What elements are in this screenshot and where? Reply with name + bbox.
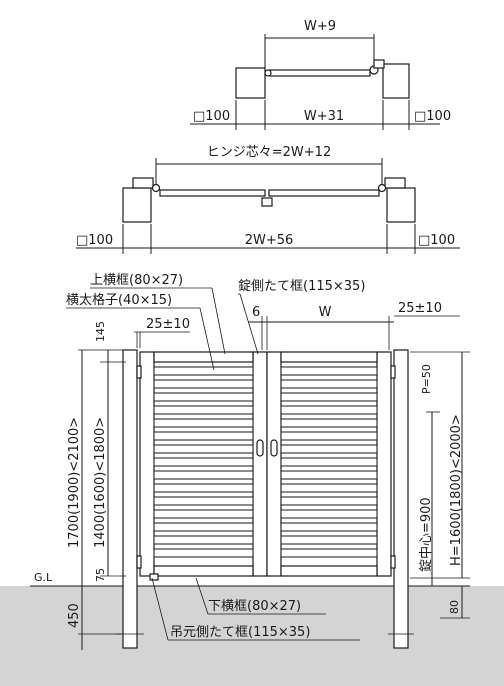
- dim-450-label: 450: [67, 603, 82, 628]
- upper-rail-left: [153, 351, 254, 363]
- post-left: [122, 349, 138, 649]
- slat: [280, 444, 378, 454]
- dim-145-label: 145: [94, 321, 107, 342]
- post-left: [122, 187, 152, 223]
- slat: [153, 548, 254, 558]
- hinge-stile-right: [376, 351, 392, 577]
- gate-leaf-left: [159, 189, 266, 197]
- slat: [280, 470, 378, 480]
- slat: [153, 496, 254, 506]
- slat: [153, 444, 254, 454]
- post-right: [393, 349, 409, 649]
- slat: [280, 431, 378, 441]
- slat: [153, 392, 254, 402]
- hinge-bracket-left: [132, 177, 154, 189]
- post-right: [386, 187, 416, 223]
- hinge-icon: [136, 555, 142, 569]
- dim-w9-label: W+9: [304, 19, 336, 34]
- hinge-bracket-right: [384, 177, 406, 189]
- slat: [153, 470, 254, 480]
- post-right-size: □100: [414, 109, 451, 124]
- slat: [153, 418, 254, 428]
- latch-bracket: [373, 59, 385, 69]
- lower-rail-left: [153, 565, 254, 577]
- gate-leaf: [269, 69, 371, 77]
- slat: [280, 392, 378, 402]
- slat: [280, 496, 378, 506]
- drop-rod: [149, 573, 159, 581]
- gate-leaf-right: [268, 189, 380, 197]
- post-right: [382, 63, 410, 99]
- lock-stile-label: 錠側たて框(115×35): [238, 279, 365, 294]
- post-right-size: □100: [418, 233, 455, 248]
- post-left-size: □100: [76, 233, 113, 248]
- hinge-icon: [390, 365, 396, 379]
- slat: [280, 457, 378, 467]
- slat: [280, 535, 378, 545]
- gl-label: G.L: [34, 571, 53, 584]
- slat: [153, 405, 254, 415]
- leader-line: [239, 293, 259, 355]
- slat: [153, 509, 254, 519]
- post-left: [235, 67, 266, 99]
- post-left-size: □100: [193, 109, 230, 124]
- leader-line: [195, 577, 209, 615]
- slat: [280, 548, 378, 558]
- height-inner-label: 1400(1600)<1800>: [93, 417, 108, 548]
- slat-label: 横太格子(40×15): [66, 292, 172, 308]
- hinge-pin-right: [377, 183, 387, 193]
- dim-w31-label: W+31: [304, 109, 344, 124]
- ground-band: [0, 586, 504, 686]
- front-elevation: G.L: [0, 273, 504, 686]
- slat: [280, 405, 378, 415]
- handle-left: [256, 439, 264, 457]
- dim-hinge-label: ヒンジ芯々=2W+12: [207, 145, 331, 160]
- slat: [153, 457, 254, 467]
- dim-80-label: 80: [448, 600, 461, 614]
- slat: [280, 418, 378, 428]
- top-view-single: W+9 □100 W+31 □100: [190, 19, 451, 130]
- slat: [280, 509, 378, 519]
- slat: [153, 522, 254, 532]
- lock-stile-right: [266, 351, 282, 577]
- height-h-label: H=1600(1800)<2000>: [449, 414, 464, 566]
- slat: [153, 431, 254, 441]
- hinge-stile-left: [139, 351, 155, 577]
- leader-line: [199, 307, 215, 371]
- dim-w-label: W: [319, 305, 332, 320]
- height-outer-label: 1700(1900)<2100>: [67, 417, 82, 548]
- hinge-pin-left: [151, 183, 161, 193]
- leader-line: [151, 577, 169, 641]
- hinge-icon: [136, 365, 142, 379]
- center-latch: [261, 197, 273, 207]
- slat: [280, 379, 378, 389]
- slat: [280, 522, 378, 532]
- leader-line: [211, 287, 226, 355]
- hinge-icon: [390, 555, 396, 569]
- handle-right: [270, 439, 278, 457]
- lock-stile-left: [252, 351, 268, 577]
- slat: [153, 366, 254, 376]
- hinge-stile-label: 吊元側たて框(115×35): [170, 625, 310, 640]
- lock-center-label: 錠中心=900: [419, 497, 434, 572]
- slat: [153, 535, 254, 545]
- lower-rail-right: [280, 565, 378, 577]
- slat: [153, 483, 254, 493]
- dim-six-label: 6: [252, 305, 260, 320]
- slat: [153, 379, 254, 389]
- hinge-pin: [264, 69, 272, 77]
- gap-right-label: 25±10: [398, 301, 442, 316]
- upper-rail-right: [280, 351, 378, 363]
- upper-rail-label: 上横框(80×27): [90, 273, 183, 288]
- slat: [280, 366, 378, 376]
- lower-rail-label: 下横框(80×27): [208, 599, 301, 614]
- dim-75-label: 75: [94, 568, 107, 582]
- slat: [280, 483, 378, 493]
- pitch-label: P=50: [420, 364, 433, 394]
- top-view-double: ヒンジ芯々=2W+12 □100 2W+56 □100: [76, 145, 460, 254]
- dim-2w56-label: 2W+56: [245, 233, 294, 248]
- gap-top-label: 25±10: [146, 317, 190, 332]
